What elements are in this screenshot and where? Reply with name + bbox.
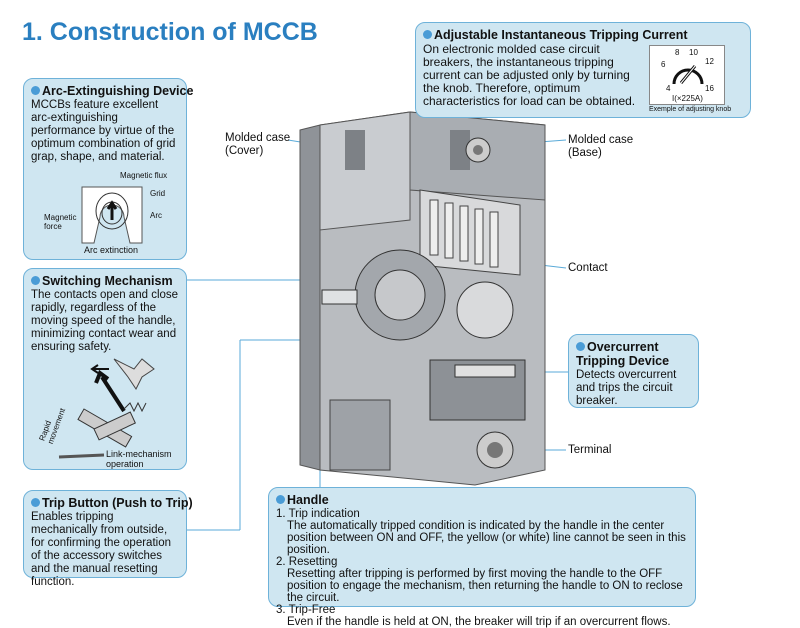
terminal-label: Terminal <box>568 444 612 456</box>
overcurrent-text: Detects overcurrent and trips the circui… <box>576 369 677 407</box>
handle-item-body: Even if the handle is held at ON, the br… <box>287 616 671 628</box>
link-mechanism-diagram <box>58 358 155 459</box>
mccb-illustration <box>186 111 568 531</box>
handle-item-title: 3. Trip-Free <box>276 604 336 616</box>
handle-item: 2. Resetting Resetting after tripping is… <box>276 556 688 604</box>
force-label: Magnetic force <box>44 213 77 231</box>
flux-label: Magnetic flux <box>120 171 168 180</box>
handle-item: 3. Trip-Free Even if the handle is held … <box>276 604 688 628</box>
bullet-icon <box>31 498 40 507</box>
knob-diagram: 4 6 8 10 12 16 I(×225A) <box>649 45 725 105</box>
knob-tick: 4 <box>666 84 671 93</box>
page-title: 1. Construction of MCCB <box>22 18 318 46</box>
trip-button-text: Enables tripping mechanically from outsi… <box>31 511 171 588</box>
switching-text: The contacts open and close rapidly, reg… <box>31 289 179 353</box>
grid-label: Grid <box>150 189 166 198</box>
arc-heading: Arc-Extinguishing Device <box>42 84 194 98</box>
handle-heading: Handle <box>287 493 329 507</box>
arc-text: MCCBs feature excellent arc-extinguishin… <box>31 99 176 163</box>
bullet-icon <box>276 495 285 504</box>
adjustable-heading: Adjustable Instantaneous Tripping Curren… <box>434 28 688 42</box>
handle-item-title: 1. Trip indication <box>276 508 360 520</box>
bullet-icon <box>31 276 40 285</box>
knob-tick: 16 <box>705 84 714 93</box>
bullet-icon <box>31 86 40 95</box>
knob-unit: I(×225A) <box>672 94 703 103</box>
handle-item-body: Resetting after tripping is performed by… <box>287 568 683 604</box>
arc-label: Arc <box>150 211 162 220</box>
trip-button-box: Trip Button (Push to Trip) Enables tripp… <box>23 490 193 588</box>
switching-mechanism-box: Switching Mechanism The contacts open an… <box>23 268 187 470</box>
arc-grid-diagram <box>81 186 143 244</box>
bullet-icon <box>423 30 432 39</box>
contact-label: Contact <box>568 262 608 274</box>
handle-item-body: The automatically tripped condition is i… <box>287 520 686 556</box>
knob-tick: 12 <box>705 57 714 66</box>
adjustable-text: On electronic molded case circuit breake… <box>423 42 636 108</box>
overcurrent-heading: Overcurrent Tripping Device <box>576 340 670 368</box>
molded-case-base-label: Molded case (Base) <box>568 134 634 159</box>
handle-box: Handle 1. Trip indication The automatica… <box>268 487 696 628</box>
knob-caption: Exemple of adjusting knob <box>649 106 732 113</box>
knob-tick: 6 <box>661 60 666 69</box>
knob-icon <box>672 65 704 85</box>
trip-button-heading: Trip Button (Push to Trip) <box>42 496 193 510</box>
link-mechanism-caption: Link-mechanism operation <box>106 449 172 469</box>
arc-caption: Arc extinction <box>84 245 139 255</box>
knob-tick: 10 <box>689 48 698 57</box>
handle-item: 1. Trip indication The automatically tri… <box>276 508 688 556</box>
arc-extinguishing-box: Arc-Extinguishing Device MCCBs feature e… <box>23 78 193 260</box>
overcurrent-box: Overcurrent Tripping Device Detects over… <box>568 334 699 408</box>
adjustable-tripping-box: Adjustable Instantaneous Tripping Curren… <box>415 22 751 118</box>
switching-heading: Switching Mechanism <box>42 274 173 288</box>
bullet-icon <box>576 342 585 351</box>
molded-case-cover-label: Molded case (Cover) <box>225 132 291 157</box>
mccb-body <box>299 111 546 486</box>
handle-item-title: 2. Resetting <box>276 556 338 568</box>
knob-tick: 8 <box>675 48 680 57</box>
